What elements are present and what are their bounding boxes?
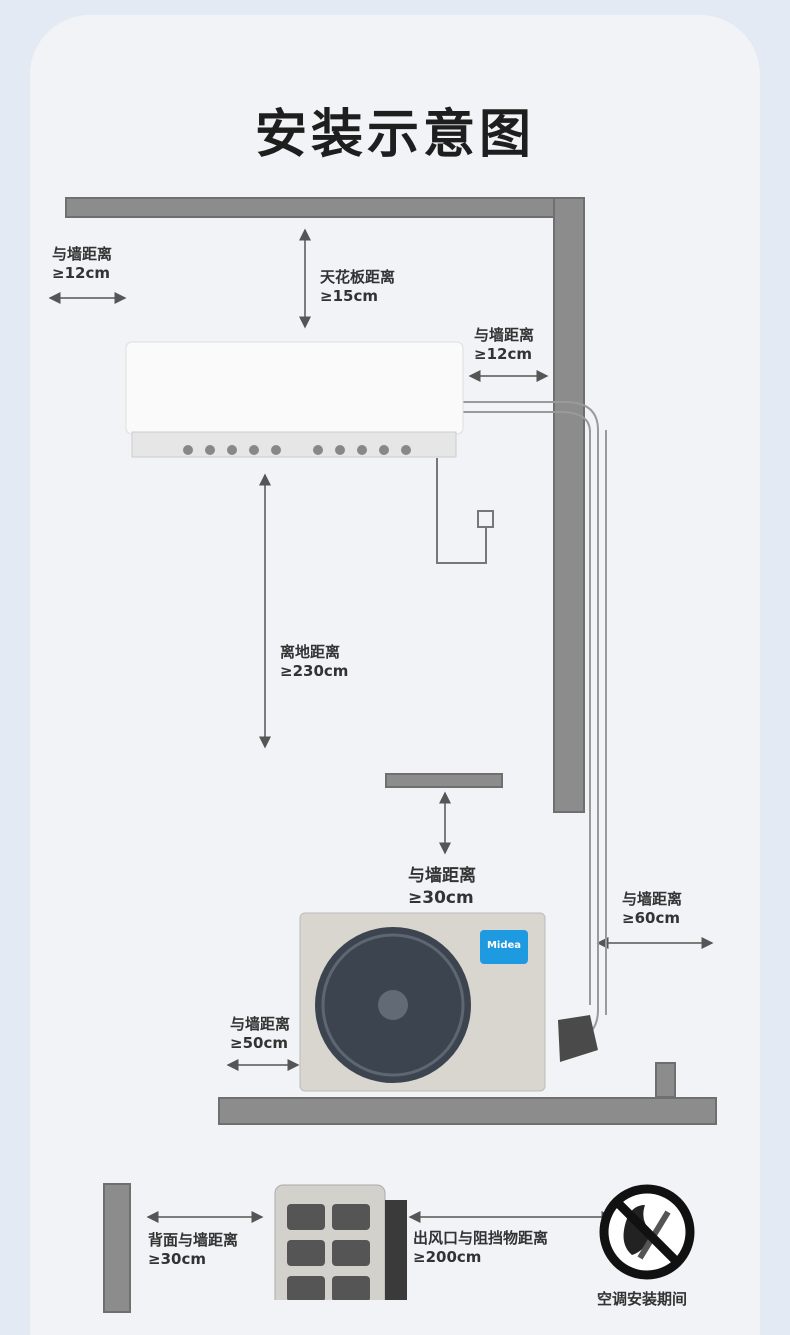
outdoor-unit-side bbox=[274, 1184, 407, 1300]
no-fire-icon bbox=[599, 1184, 695, 1280]
outdoor-top-label: 与墙距离≥30cm bbox=[408, 866, 476, 908]
outdoor-left-label: 与墙距离≥50cm bbox=[230, 1015, 291, 1052]
back-wall bbox=[103, 1183, 131, 1313]
diagram-lines bbox=[48, 228, 714, 1300]
drain-line bbox=[436, 458, 487, 564]
outlet-label: 出风口与阻挡物距离≥200cm bbox=[413, 1229, 549, 1266]
indoor-unit bbox=[125, 341, 464, 458]
outdoor-unit bbox=[299, 912, 546, 1092]
right-wall bbox=[553, 197, 585, 813]
ground-post bbox=[655, 1062, 676, 1098]
right-wall-label: 与墙距离≥12cm bbox=[474, 326, 535, 363]
outdoor-top-shelf bbox=[385, 773, 503, 788]
brand-logo: Midea bbox=[486, 940, 522, 951]
back-wall-label: 背面与墙距离≥30cm bbox=[148, 1231, 239, 1268]
floor-label: 离地距离≥230cm bbox=[280, 643, 349, 680]
ceiling-label: 天花板距离≥15cm bbox=[320, 268, 396, 305]
outdoor-right-label: 与墙距离≥60cm bbox=[622, 890, 683, 927]
ground-slab bbox=[218, 1097, 717, 1125]
page-title: 安装示意图 bbox=[254, 105, 535, 165]
pipe-valve bbox=[558, 1015, 598, 1062]
left-wall-label: 与墙距离≥12cm bbox=[52, 245, 113, 282]
